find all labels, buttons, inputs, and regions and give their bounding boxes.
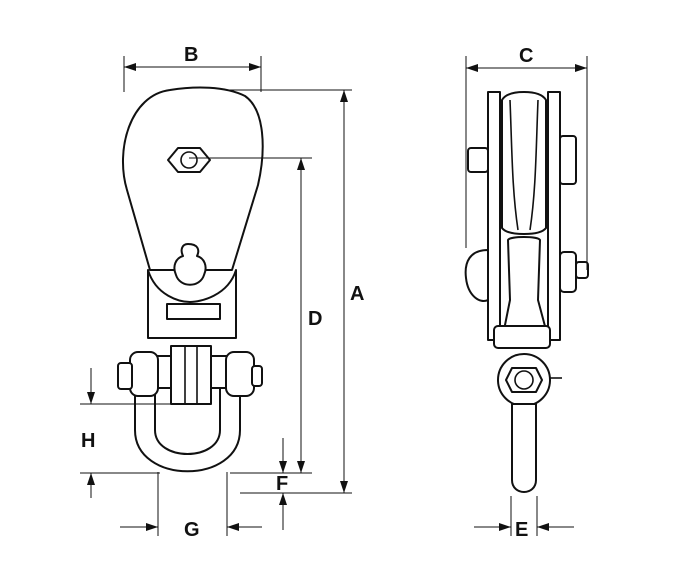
side-latch-knob: [464, 249, 489, 302]
pin-nut: [117, 362, 133, 390]
swivel-shank: [170, 345, 212, 405]
shackle-bow: [134, 369, 241, 473]
pin-head: [251, 365, 263, 387]
side-shank: [511, 403, 537, 493]
label-a: A: [350, 283, 364, 305]
side-axle-head: [467, 147, 489, 173]
label-h: H: [81, 430, 95, 452]
shackle-left-ear: [129, 351, 159, 397]
side-right-plate: [547, 91, 561, 341]
label-f: F: [276, 473, 288, 495]
side-eye-nut: [505, 367, 543, 393]
shackle-right-ear: [225, 351, 255, 397]
axle-nut-hole: [180, 151, 198, 169]
dimensions: [80, 56, 588, 536]
label-b: B: [184, 44, 198, 66]
side-axle-nut: [559, 135, 577, 185]
side-view: [464, 91, 589, 493]
keyhole-latch: [173, 243, 207, 286]
side-lower-housing: [493, 325, 551, 349]
dimension-labels: B C A D H F G E: [81, 44, 533, 541]
side-left-plate: [487, 91, 501, 341]
label-c: C: [519, 45, 533, 67]
label-d: D: [308, 308, 322, 330]
side-cotter: [575, 261, 589, 279]
front-side-plate: [122, 86, 264, 271]
front-view: [117, 86, 264, 473]
axle-nut: [167, 147, 211, 173]
side-swivel-body: [503, 236, 547, 331]
swivel-slot: [166, 303, 221, 320]
label-e: E: [515, 519, 528, 541]
side-latch-pin: [559, 251, 577, 293]
side-sheave: [501, 91, 547, 235]
label-g: G: [184, 519, 200, 541]
